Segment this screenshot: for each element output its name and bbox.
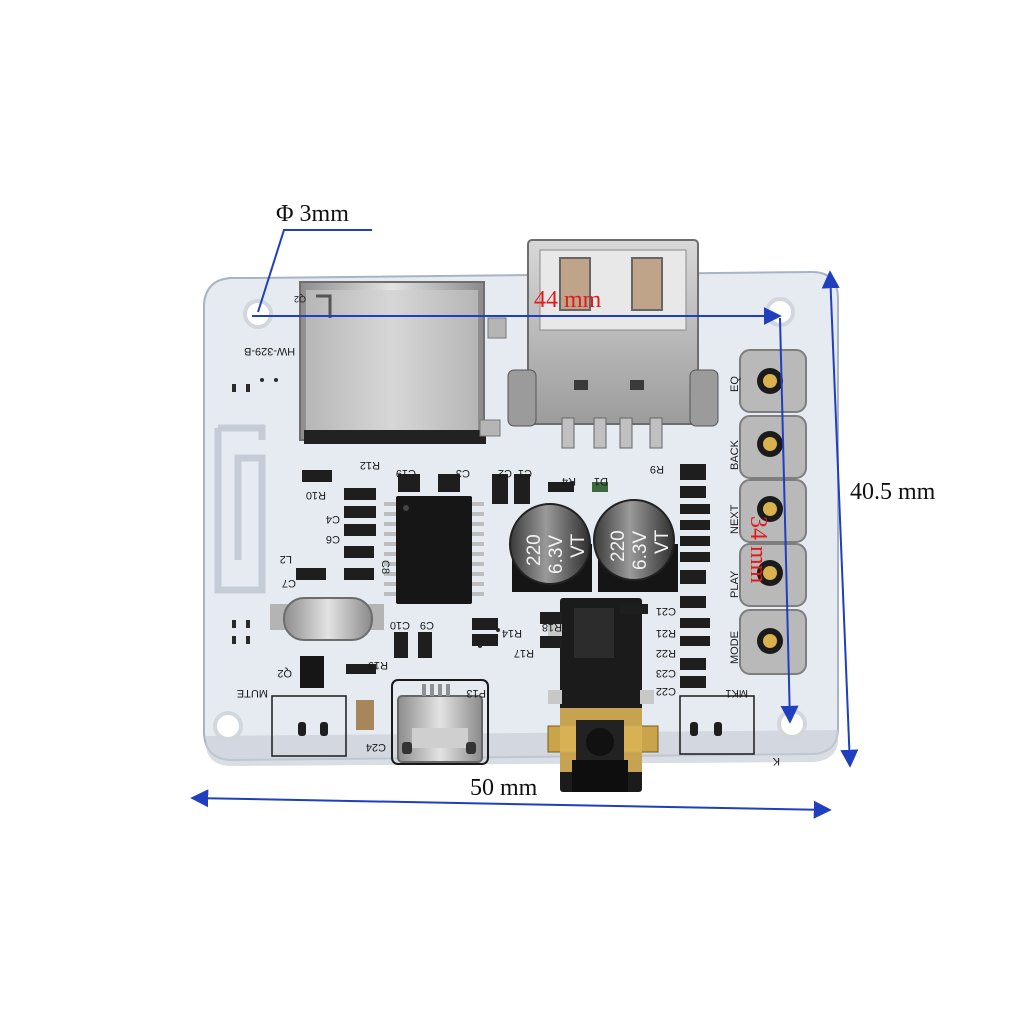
capacitor-right: 220 6.3V VT <box>593 499 678 592</box>
silk-c8: C8 <box>379 560 391 574</box>
button-label-play: PLAY <box>729 570 741 598</box>
silk-c3: C3 <box>456 467 470 479</box>
silk-r4: R4 <box>562 475 576 487</box>
capacitor-right-value: 220 <box>608 530 629 562</box>
smd-components <box>296 464 710 730</box>
silk-c6: C6 <box>326 533 340 545</box>
board-width-label: 50 mm <box>470 775 538 801</box>
silk-p13: P13 <box>466 687 486 699</box>
board-height-label: 40.5 mm <box>850 479 936 505</box>
silk-c7: C7 <box>282 577 296 589</box>
capacitor-right-voltage: 6.3V <box>630 531 651 570</box>
silk-c23: C23 <box>656 667 676 679</box>
dimension-lines <box>190 229 859 819</box>
silk-r9: R9 <box>650 463 664 475</box>
silk-c22: C22 <box>656 685 676 697</box>
capacitor-left-series: VT <box>568 533 589 558</box>
silk-r12: R12 <box>360 459 380 471</box>
silk-r19: R19 <box>368 659 388 671</box>
silk-c19: C19 <box>396 467 416 479</box>
board-height-line <box>821 270 859 768</box>
silk-board-id: HW-329-B <box>244 345 295 357</box>
silk-r22: R22 <box>656 647 676 659</box>
silk-q2-top: Q2 <box>294 294 306 304</box>
button-label-back: BACK <box>729 439 741 470</box>
board-width-line <box>190 789 832 819</box>
hole-spacing-h-label: 44 mm <box>534 287 602 313</box>
silk-c24: C24 <box>366 741 386 753</box>
silk-r17: R17 <box>514 647 534 659</box>
transistor-q2 <box>300 656 324 688</box>
silk-c10: C10 <box>390 619 410 631</box>
antenna-trace <box>214 424 266 594</box>
button-label-mode: MODE <box>729 631 741 664</box>
capacitor-left-value: 220 <box>524 534 545 566</box>
silk-l2: L2 <box>280 553 292 565</box>
silk-r14: R14 <box>502 627 522 639</box>
silk-c2: C2 <box>498 467 512 479</box>
sd-card-slot <box>299 281 507 444</box>
main-ic <box>384 496 484 604</box>
button-eq <box>739 349 807 413</box>
button-next <box>739 479 807 543</box>
usb-a-port <box>507 239 719 449</box>
capacitor-right-series: VT <box>652 529 673 554</box>
button-mode <box>739 609 807 675</box>
button-back <box>739 415 807 479</box>
silk-c1: C1 <box>518 467 532 479</box>
capacitor-left-voltage: 6.3V <box>546 535 567 574</box>
button-play <box>739 543 807 607</box>
hole-diameter-label: Φ 3mm <box>276 201 349 227</box>
hole-leader-line <box>257 229 372 313</box>
button-label-next: NEXT <box>729 504 741 534</box>
silk-mute: MUTE <box>237 687 268 699</box>
silk-r10: R10 <box>306 489 326 501</box>
silk-d1: D1 <box>594 475 608 487</box>
crystal-oscillator <box>270 597 384 641</box>
capacitor-left: 220 6.3V VT <box>509 503 592 592</box>
silk-c4: C4 <box>326 513 340 525</box>
silk-r21: R21 <box>656 627 676 639</box>
tactile-buttons <box>739 349 807 675</box>
hole-spacing-v-line <box>779 317 799 724</box>
micro-usb-port <box>391 679 489 765</box>
silk-c21: C21 <box>656 605 676 617</box>
silk-q2: Q2 <box>277 667 292 679</box>
silk-c9: C9 <box>420 619 434 631</box>
silk-mk1: MK1 <box>725 687 748 699</box>
button-label-eq: EQ <box>729 376 741 392</box>
silk-r18: R18 <box>542 621 562 633</box>
silk-k: K <box>772 755 780 767</box>
audio-jack <box>547 598 659 792</box>
hole-spacing-v-label: 34 mm <box>745 516 771 584</box>
